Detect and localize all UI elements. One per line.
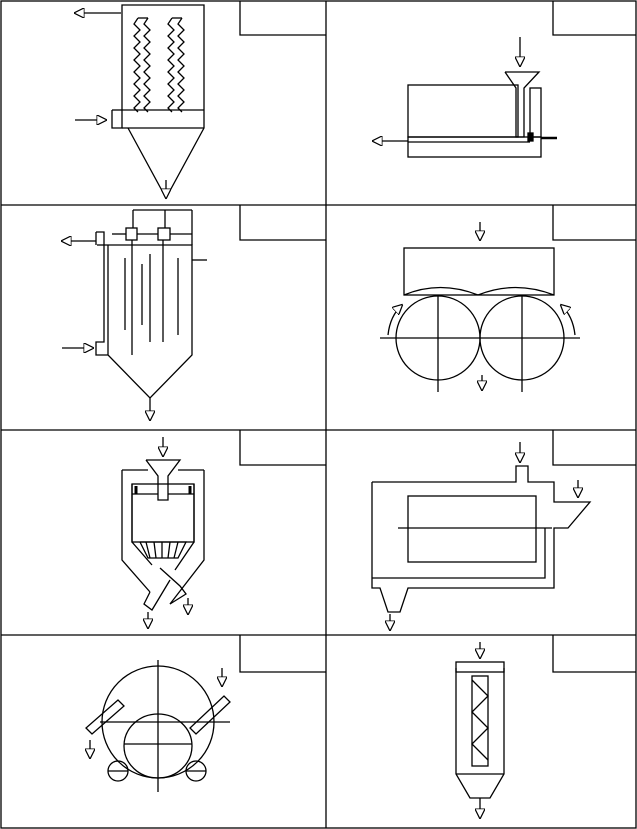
- roller-press-icon: [380, 222, 580, 392]
- screw-feeder-icon: [373, 37, 557, 158]
- ball-mill-icon: [86, 660, 231, 792]
- drum-dryer-icon: [371, 442, 592, 630]
- spiral-column-icon: [455, 642, 505, 818]
- electrostatic-precipitator-icon: [62, 209, 207, 420]
- cone-separator-icon: [121, 437, 205, 628]
- filter-collector-icon: [75, 4, 205, 200]
